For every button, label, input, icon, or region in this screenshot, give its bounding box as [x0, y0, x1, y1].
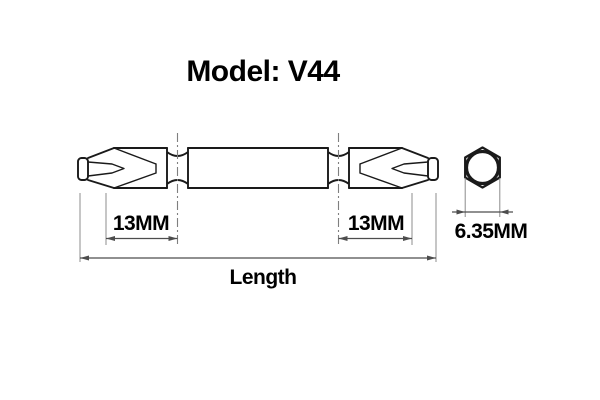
- left-tip-dimension-label: 13MM: [113, 212, 169, 235]
- left-tip-taper: [87, 147, 115, 189]
- right-tip-wing-lines: [359, 147, 403, 189]
- page-title: Model: V44: [186, 55, 340, 88]
- right-body-section: [348, 147, 403, 189]
- right-tip-slot-lines: [391, 161, 429, 177]
- left-tip-wing-lines: [113, 147, 157, 189]
- hexagon-outline: [464, 146, 501, 189]
- hex-cross-section: [464, 146, 501, 189]
- left-tip-slot-lines: [87, 161, 125, 177]
- left13-arrow-left: [106, 236, 115, 241]
- left-tip-nose-face: [77, 157, 89, 181]
- left-groove: [166, 147, 189, 189]
- length-arrow-right: [427, 255, 436, 261]
- bit-side-view: [77, 147, 439, 189]
- inscribed-circle: [464, 149, 501, 186]
- hex-arrow-left: [456, 209, 466, 215]
- length-arrow-left: [80, 255, 89, 261]
- centerlines: [176, 133, 340, 245]
- left-body-section: [113, 147, 168, 189]
- length-dimension-label: Length: [230, 266, 297, 289]
- hex-arrow-right: [499, 209, 509, 215]
- right-groove: [327, 147, 350, 189]
- right-tip-taper: [401, 147, 429, 189]
- phillips-cross-details: [87, 147, 429, 189]
- right13-arrow-right: [403, 236, 412, 241]
- hex-dimension-label: 6.35MM: [455, 220, 528, 243]
- right13-arrow-left: [338, 236, 348, 241]
- left13-arrow-right: [168, 236, 178, 241]
- right-tip-nose-face: [427, 157, 439, 181]
- dimension-lines: [80, 209, 513, 261]
- center-shaft: [187, 147, 329, 189]
- extension-lines: [79, 178, 501, 262]
- right-tip-dimension-label: 13MM: [348, 212, 404, 235]
